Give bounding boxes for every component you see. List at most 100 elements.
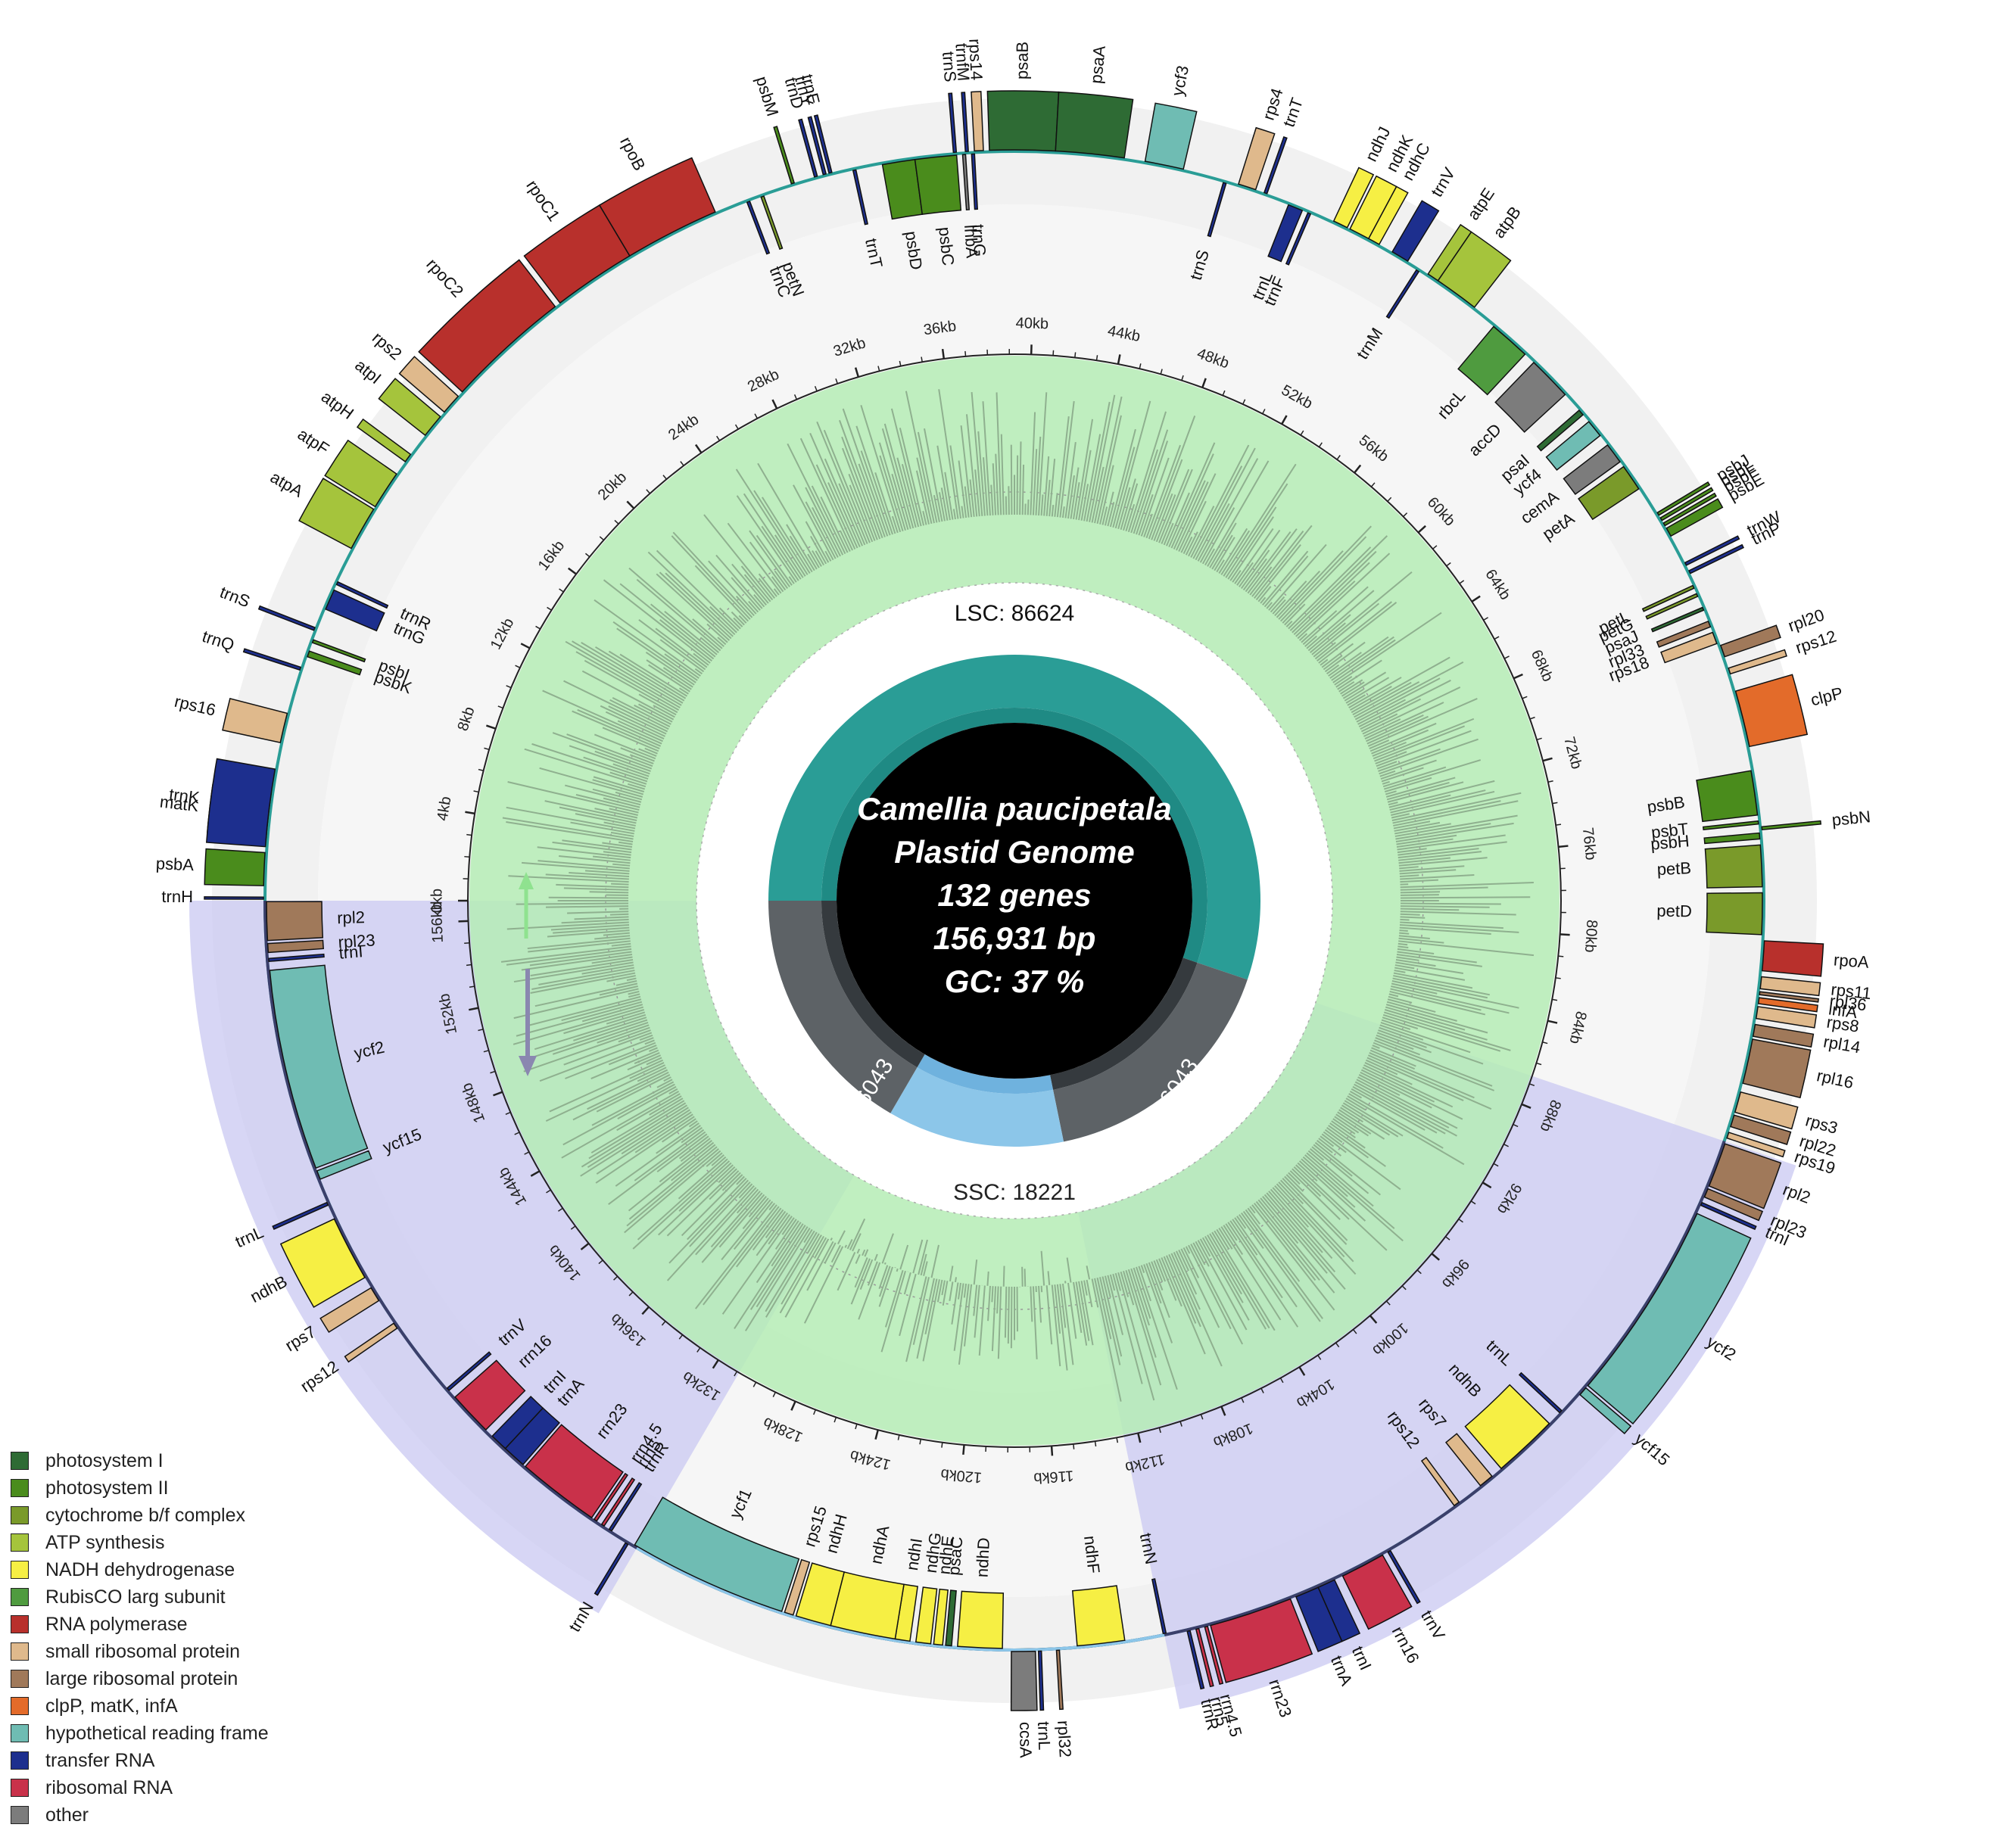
scale-tick xyxy=(835,378,839,385)
gc-bar xyxy=(561,918,629,924)
gc-bar xyxy=(1140,457,1170,537)
gc-bar xyxy=(1278,550,1344,620)
gc-bar xyxy=(996,392,1002,515)
gc-bar xyxy=(1310,1148,1325,1161)
gc-bar xyxy=(1389,990,1486,1016)
gc-bar xyxy=(603,821,636,830)
scale-tick xyxy=(752,1381,757,1387)
gc-bar xyxy=(612,863,631,867)
gc-bar xyxy=(617,1085,677,1120)
strand-arrows xyxy=(519,872,537,1076)
gene-block xyxy=(272,1201,329,1230)
gc-bar xyxy=(1282,1178,1348,1245)
gc-bar xyxy=(1400,908,1460,911)
gene-block xyxy=(971,153,978,210)
gc-bar xyxy=(1005,496,1008,515)
scale-tick xyxy=(1158,1427,1161,1434)
gc-bar xyxy=(951,1282,959,1325)
scale-tick xyxy=(1547,1020,1558,1024)
scale-tick xyxy=(478,1029,484,1032)
scale-tick xyxy=(964,350,967,356)
gene-block xyxy=(1730,1114,1792,1145)
gc-bar xyxy=(771,576,784,593)
gc-bar xyxy=(1400,913,1420,916)
gc-bar xyxy=(1276,1183,1345,1258)
gc-bar xyxy=(850,1258,871,1305)
gene-block xyxy=(316,1150,372,1180)
gc-bar xyxy=(799,437,853,551)
gc-bar xyxy=(1397,948,1435,954)
gc-bar xyxy=(1163,522,1174,546)
gene-block xyxy=(760,195,784,251)
gc-bar xyxy=(1133,429,1169,534)
gene-block xyxy=(813,114,833,174)
gc-bar xyxy=(1385,1004,1488,1034)
gene-block xyxy=(1759,991,1819,1003)
gene-block xyxy=(986,90,1060,152)
gene-label: atpB xyxy=(1489,203,1525,241)
gene-block xyxy=(1761,940,1824,977)
gene-label: rpoB xyxy=(616,134,649,174)
gc-bar xyxy=(694,668,703,675)
gc-bar xyxy=(878,1265,889,1290)
gene-block xyxy=(1688,543,1744,574)
scale-tick xyxy=(734,1371,738,1377)
gc-bar xyxy=(653,705,675,718)
scale-tick xyxy=(1536,1062,1542,1066)
gc-bar xyxy=(986,1271,989,1286)
gc-bar xyxy=(694,1204,777,1309)
gc-bar xyxy=(1227,506,1277,580)
gc-bar xyxy=(973,1259,978,1285)
gc-bar xyxy=(1257,1199,1335,1294)
gc-bar xyxy=(924,428,943,522)
gc-bar xyxy=(1242,1210,1323,1319)
gc-bar xyxy=(563,887,629,891)
gc-bar xyxy=(1165,492,1190,546)
gc-bar xyxy=(1342,1102,1399,1138)
gc-bar xyxy=(1145,1262,1162,1304)
scale-tick xyxy=(524,1151,530,1155)
legend-item: ribosomal RNA xyxy=(11,1774,269,1801)
scale-tick xyxy=(680,461,684,466)
gc-bar xyxy=(1387,781,1464,803)
gc-bar xyxy=(1209,522,1237,568)
gc-bar xyxy=(748,600,759,613)
gene-block xyxy=(608,1482,643,1532)
gc-bar xyxy=(1392,977,1488,999)
scale-tick xyxy=(1317,1355,1322,1360)
gc-bar xyxy=(559,855,631,864)
legend-item: small ribosomal protein xyxy=(11,1638,269,1665)
legend-swatch xyxy=(11,1724,29,1742)
gc-bar xyxy=(646,1057,662,1066)
gc-bar xyxy=(771,1222,802,1267)
gc-bar xyxy=(1285,1174,1304,1192)
gc-bar xyxy=(891,515,899,534)
scale-tick xyxy=(899,360,902,366)
gc-bar xyxy=(961,506,964,518)
gc-bar xyxy=(656,1133,708,1172)
gc-bar xyxy=(596,1074,671,1113)
gc-bar xyxy=(1335,1113,1369,1137)
gene-label: ndhE xyxy=(935,1535,958,1576)
gc-bar xyxy=(1264,555,1309,608)
gc-bar xyxy=(634,1113,693,1154)
gc-bar xyxy=(901,463,920,528)
scale-tick xyxy=(793,394,798,400)
gc-bar xyxy=(590,1049,659,1080)
gc-bar xyxy=(978,1285,986,1356)
gc-bar xyxy=(824,458,864,546)
gc-bar xyxy=(1390,789,1486,814)
scale-tick xyxy=(1385,1300,1391,1306)
gc-bar xyxy=(706,1152,723,1167)
scale-label: 0kb xyxy=(428,889,445,913)
gene-block xyxy=(1195,1627,1214,1688)
gc-bar xyxy=(1155,494,1176,543)
gc-bar xyxy=(700,637,719,653)
gc-bar xyxy=(602,842,633,848)
gc-bar xyxy=(855,425,893,535)
gc-bar xyxy=(977,431,986,516)
gc-bar xyxy=(1398,935,1430,939)
gc-bar xyxy=(899,1273,917,1337)
gc-bar xyxy=(1247,1207,1261,1225)
gene-label: rpoC1 xyxy=(522,176,563,225)
